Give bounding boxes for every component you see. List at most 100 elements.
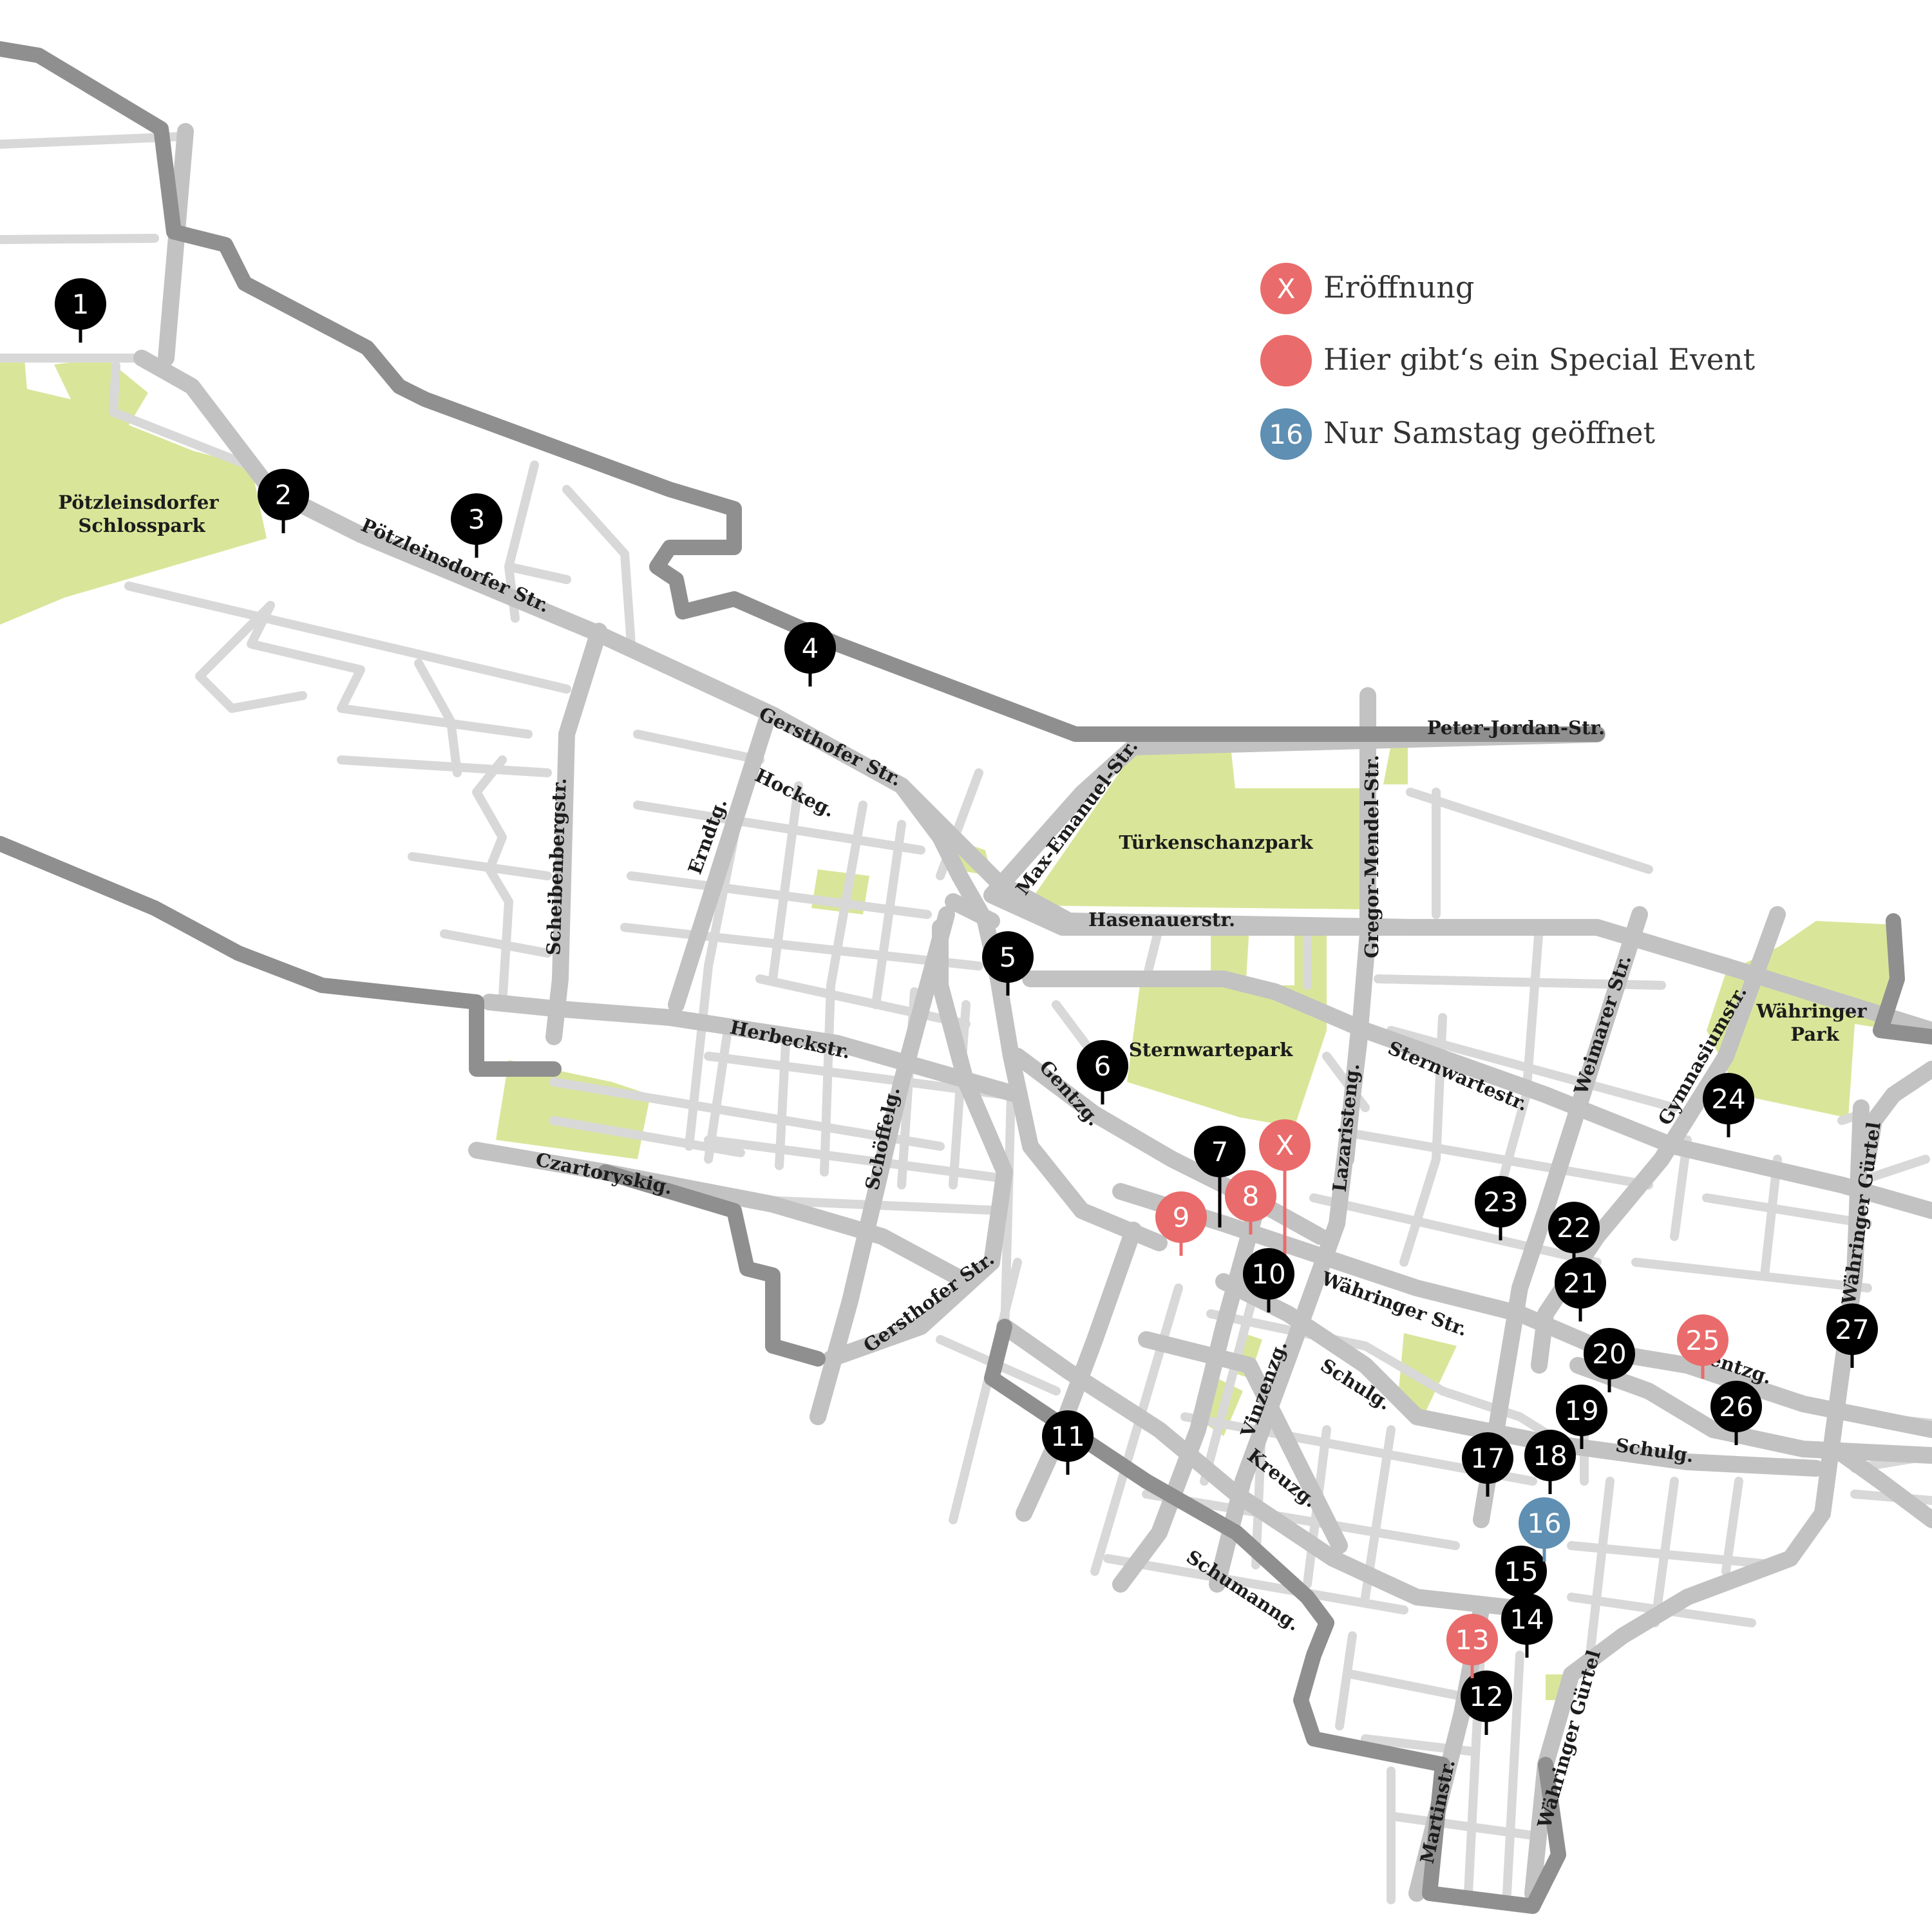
venue-pin-15[interactable]: 15 bbox=[1495, 1546, 1547, 1610]
road-minor bbox=[1090, 1283, 1183, 1576]
road-minor bbox=[1309, 1193, 1602, 1267]
venue-pin-marker[interactable] bbox=[1462, 1432, 1513, 1484]
venue-pin-6[interactable]: 6 bbox=[1077, 1040, 1128, 1104]
venue-pin-marker[interactable] bbox=[1524, 1430, 1576, 1481]
venue-pin-22[interactable]: 22 bbox=[1548, 1202, 1600, 1266]
venue-pin-23[interactable]: 23 bbox=[1475, 1176, 1526, 1240]
venue-pin-5[interactable]: 5 bbox=[982, 931, 1034, 996]
street-label-waehringer-guertel-1: Währinger Gürtel bbox=[1837, 1121, 1885, 1306]
venue-pin-24[interactable]: 24 bbox=[1703, 1073, 1754, 1137]
street-label-hasenauerstr: Hasenauerstr. bbox=[1088, 909, 1235, 931]
venue-pin-number: 8 bbox=[1242, 1180, 1260, 1212]
venue-pin-number: 21 bbox=[1563, 1267, 1597, 1299]
road-major-lazaristeng bbox=[1338, 1022, 1367, 1168]
road-minor bbox=[949, 1258, 1022, 1524]
road-minor bbox=[440, 929, 552, 958]
venue-pin-marker[interactable] bbox=[1225, 1170, 1276, 1222]
venue-pin-8[interactable]: 8 bbox=[1225, 1170, 1276, 1235]
venue-pin-marker[interactable] bbox=[55, 278, 106, 330]
venue-pin-marker[interactable] bbox=[451, 493, 502, 545]
venue-pin-marker[interactable] bbox=[258, 469, 309, 520]
legend-symbol-saturday-only-text: 16 bbox=[1269, 419, 1303, 450]
venue-pin-9[interactable]: 9 bbox=[1155, 1191, 1207, 1256]
venue-pin-27[interactable]: 27 bbox=[1826, 1303, 1878, 1368]
venue-pin-number: 23 bbox=[1483, 1186, 1517, 1218]
venue-pin-marker[interactable] bbox=[1555, 1257, 1606, 1309]
venue-pin-17[interactable]: 17 bbox=[1462, 1432, 1513, 1497]
venue-pin-number: X bbox=[1276, 1130, 1294, 1161]
venue-pin-marker[interactable] bbox=[982, 931, 1034, 983]
venue-pin-marker[interactable] bbox=[1243, 1248, 1294, 1300]
legend-symbol-special-event bbox=[1260, 335, 1312, 386]
venue-pin-marker[interactable] bbox=[1501, 1593, 1553, 1645]
venue-pin-21[interactable]: 21 bbox=[1555, 1257, 1606, 1321]
venue-pin-18[interactable]: 18 bbox=[1524, 1430, 1576, 1494]
venue-pin-16[interactable]: 16 bbox=[1519, 1497, 1570, 1562]
road-minor bbox=[109, 361, 256, 471]
venue-pin-4[interactable]: 4 bbox=[784, 622, 836, 687]
venue-pin-marker[interactable] bbox=[784, 622, 836, 674]
venue-pin-marker[interactable] bbox=[1259, 1119, 1311, 1171]
venue-pin-10[interactable]: 10 bbox=[1243, 1248, 1294, 1312]
venue-pin-marker[interactable] bbox=[1461, 1671, 1512, 1722]
venue-pin-x[interactable]: X bbox=[1259, 1119, 1311, 1258]
road-major-schumanng bbox=[1138, 1331, 1348, 1554]
venue-pin-13[interactable]: 13 bbox=[1446, 1614, 1498, 1678]
boundary-line bbox=[1873, 913, 1905, 1038]
venue-pin-26[interactable]: 26 bbox=[1710, 1381, 1762, 1445]
minor-roads-layer bbox=[0, 132, 1932, 1904]
venue-pin-marker[interactable] bbox=[1826, 1303, 1878, 1355]
road-major-hasenauer bbox=[983, 887, 1412, 936]
venue-pin-number: 6 bbox=[1094, 1050, 1112, 1082]
boundary-line bbox=[598, 1164, 826, 1367]
venue-pin-marker[interactable] bbox=[1077, 1040, 1128, 1092]
venue-pin-marker[interactable] bbox=[1519, 1497, 1570, 1549]
road-major-czartoryskig bbox=[468, 1142, 974, 1290]
road-major-erndtg bbox=[668, 713, 775, 1013]
park-label-sternwarte: Sternwartepark bbox=[1129, 1039, 1293, 1061]
road-minor bbox=[775, 1039, 790, 1170]
road-minor bbox=[1651, 1477, 1679, 1627]
venue-pin-marker[interactable] bbox=[1475, 1176, 1526, 1227]
venue-pin-marker[interactable] bbox=[1584, 1328, 1635, 1379]
venue-pin-marker[interactable] bbox=[1155, 1191, 1207, 1243]
venue-pin-14[interactable]: 14 bbox=[1501, 1593, 1553, 1658]
venue-pin-marker[interactable] bbox=[1548, 1202, 1600, 1253]
park-area-sternwarte bbox=[1127, 931, 1327, 1127]
venue-pin-marker[interactable] bbox=[1703, 1073, 1754, 1124]
boundary-line bbox=[0, 836, 562, 1077]
venue-pin-25[interactable]: 25 bbox=[1677, 1314, 1728, 1379]
venue-pin-2[interactable]: 2 bbox=[258, 469, 309, 533]
road-major-gregor-mendel bbox=[1209, 687, 1376, 1593]
boundary-line bbox=[984, 1319, 1566, 1914]
road-minor bbox=[1502, 1651, 1524, 1898]
venue-pin-marker[interactable] bbox=[1710, 1381, 1762, 1432]
venue-pin-number: 24 bbox=[1711, 1083, 1745, 1115]
road-minor bbox=[1406, 788, 1653, 874]
venue-pin-1[interactable]: 1 bbox=[55, 278, 106, 343]
park-area-poetzleinsdorfer bbox=[0, 358, 267, 625]
venue-pin-3[interactable]: 3 bbox=[451, 493, 502, 558]
venue-pin-20[interactable]: 20 bbox=[1584, 1328, 1635, 1392]
park-area-small-6 bbox=[1397, 1333, 1457, 1417]
road-major-north-link bbox=[158, 123, 194, 366]
venue-pin-7[interactable]: 7 bbox=[1194, 1126, 1245, 1227]
legend-symbol-opening bbox=[1260, 263, 1312, 314]
venue-pin-number: 4 bbox=[802, 632, 819, 664]
venue-pin-12[interactable]: 12 bbox=[1461, 1671, 1512, 1735]
venue-pin-marker[interactable] bbox=[1042, 1410, 1094, 1462]
venue-pin-number: 22 bbox=[1557, 1212, 1591, 1244]
venue-pin-marker[interactable] bbox=[1446, 1614, 1498, 1665]
road-major-waehringer-str bbox=[1112, 1183, 1932, 1438]
venue-pin-marker[interactable] bbox=[1556, 1385, 1607, 1436]
venue-pin-marker[interactable] bbox=[1194, 1126, 1245, 1177]
venue-pin-19[interactable]: 19 bbox=[1556, 1385, 1607, 1449]
road-minor bbox=[0, 234, 159, 244]
street-label-weimarer-str: Weimarer Str. bbox=[1569, 952, 1635, 1098]
venue-pin-marker[interactable] bbox=[1495, 1546, 1547, 1597]
road-minor bbox=[1335, 1631, 1357, 1730]
venue-pin-number: 17 bbox=[1470, 1443, 1504, 1474]
road-major-guertel-north bbox=[1859, 1061, 1932, 1168]
venue-pin-11[interactable]: 11 bbox=[1042, 1410, 1094, 1475]
venue-pin-marker[interactable] bbox=[1677, 1314, 1728, 1366]
